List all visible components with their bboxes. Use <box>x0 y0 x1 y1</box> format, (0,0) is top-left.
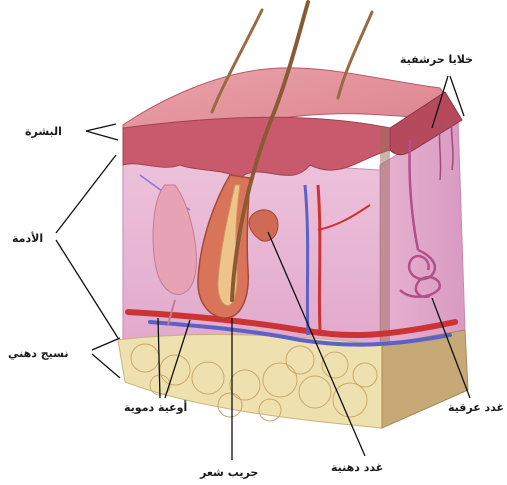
label-hair-follicle: جريب شعر <box>200 467 258 478</box>
label-dermis: الأدمة <box>12 233 43 244</box>
artery-vertical <box>318 185 320 330</box>
label-fatty-tissue: نسيج دهني <box>8 348 68 359</box>
label-blood-vessels: أوعية دموية <box>124 402 187 413</box>
label-squamous-cells: خلايا حرشفية <box>400 54 473 65</box>
label-sweat-glands: غدد عرقية <box>448 402 504 413</box>
block-edge <box>380 128 390 345</box>
label-sebaceous-glands: غدد دهنية <box>331 462 383 473</box>
label-epidermis: البشرة <box>25 126 62 137</box>
